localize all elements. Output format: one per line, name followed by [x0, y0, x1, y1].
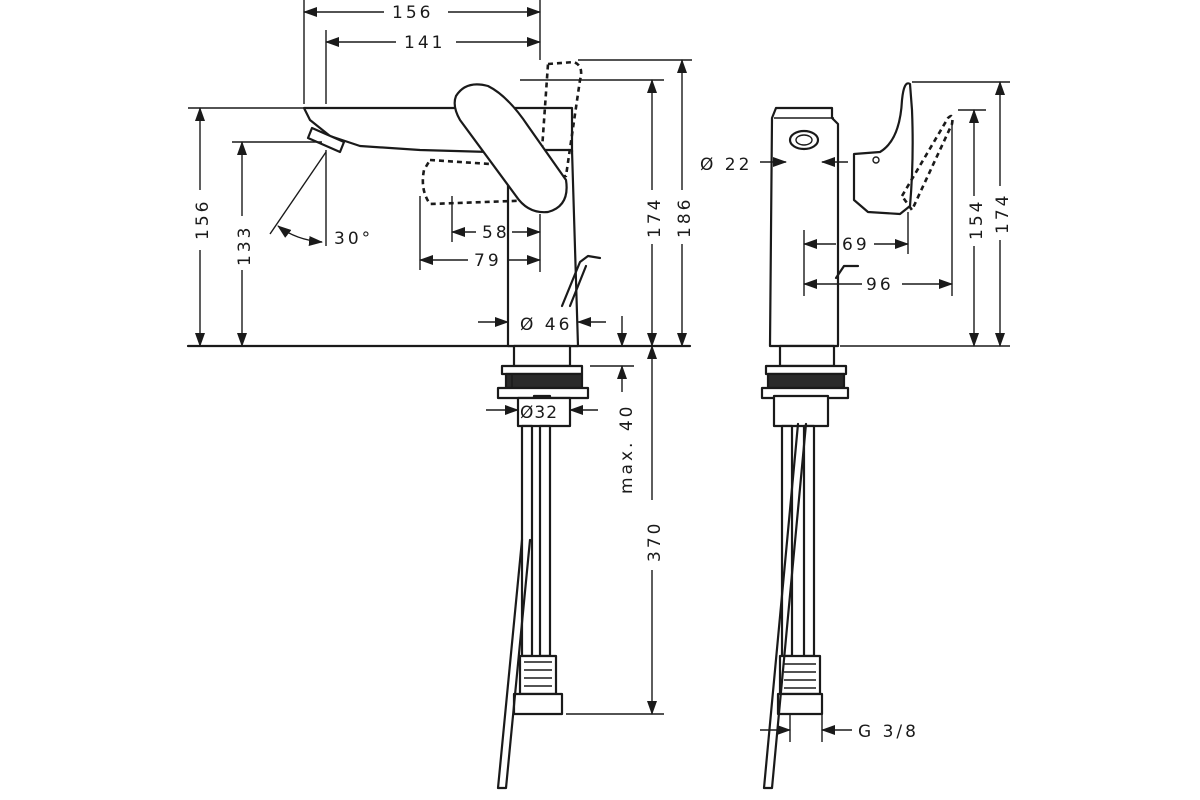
dim-side-174: 174	[993, 193, 1013, 234]
handle-alt-up	[538, 60, 583, 180]
drain-lever	[560, 254, 602, 308]
handle-alt-side	[421, 158, 542, 206]
drain-rod	[496, 538, 532, 790]
dim-side-154: 154	[967, 199, 987, 240]
dim-shank-32: Ø32	[520, 403, 558, 423]
side-washer	[764, 364, 848, 376]
dim-left-156: 156	[193, 199, 213, 240]
side-nut	[766, 372, 846, 390]
side-view: Ø 22 69 96 154 174 G 3/8	[700, 81, 1013, 790]
dim-right-186: 186	[675, 197, 695, 238]
hose-nut	[512, 692, 564, 716]
side-hose-right	[802, 424, 816, 658]
front-view: 156 141 156 133 30° 58 79	[186, 0, 695, 790]
side-handle	[852, 82, 914, 216]
dim-top-156: 156	[392, 3, 433, 23]
handle	[453, 83, 568, 214]
aerator	[306, 126, 346, 154]
side-drain-rod	[762, 422, 808, 790]
dim-side-22: Ø 22	[700, 155, 752, 175]
side-base	[778, 344, 836, 368]
lock-nut	[504, 372, 584, 390]
dim-side-69: 69	[842, 235, 870, 255]
side-aerator	[788, 129, 820, 151]
side-body	[768, 106, 840, 348]
dim-hose-370: 370	[645, 521, 665, 562]
dim-top-141: 141	[404, 33, 445, 53]
dim-max-40: max. 40	[617, 404, 637, 494]
base-stub	[512, 344, 572, 368]
dim-handle-79: 79	[474, 251, 502, 271]
dim-left-133: 133	[235, 225, 255, 266]
dim-thread: G 3/8	[858, 722, 919, 742]
side-shank	[772, 394, 830, 428]
dim-handle-58: 58	[482, 223, 510, 243]
dim-right-174: 174	[645, 197, 665, 238]
washer	[500, 364, 584, 376]
side-drain-lever	[834, 264, 860, 280]
dim-angle-30: 30°	[334, 229, 373, 249]
dim-side-96: 96	[866, 275, 894, 295]
hose-right	[538, 424, 552, 658]
side-hose-nut	[776, 692, 824, 716]
dim-base-46: Ø 46	[520, 315, 572, 335]
